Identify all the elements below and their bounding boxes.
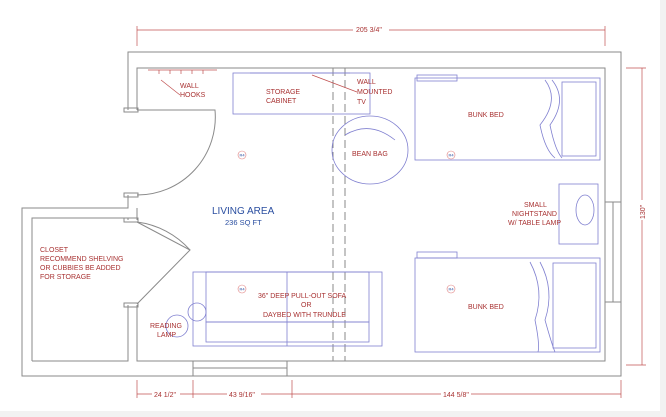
room-tag: R4: [240, 287, 246, 292]
dimension-top: 205 3/4": [136, 25, 606, 46]
walls: [21, 51, 622, 377]
storage-cabinet-label: STORAGE: [266, 89, 300, 96]
right-strip: [660, 0, 666, 417]
dimension-label: 205 3/4": [356, 27, 382, 34]
bottom-strip: [0, 411, 666, 417]
dimension-bottom: 24 1/2" 43 9/16" 144 5/8": [136, 380, 622, 399]
room-title: LIVING AREA: [212, 206, 275, 217]
wall-mounted-tv: WALL MOUNTED TV: [311, 74, 392, 106]
dimension-label: 43 9/16": [229, 392, 255, 399]
wall-hooks-label: WALL: [180, 83, 199, 90]
closet-label: CLOSET RECOMMEND SHELVING OR CUBBIES BE …: [40, 247, 124, 281]
room-area: 236 SQ FT: [225, 218, 262, 227]
wall-hooks-label: HOOKS: [180, 92, 206, 99]
nightstand-label: NIGHTSTAND: [512, 211, 557, 218]
reading-lamp: READING LAMP: [150, 302, 207, 339]
bunk-bed-top: BUNK BED: [414, 74, 601, 161]
room-tag: R4: [449, 153, 455, 158]
nightstand-label: SMALL: [524, 202, 547, 209]
reading-lamp-label: READING: [150, 323, 182, 330]
bean-bag: BEAN BAG: [331, 115, 409, 185]
dimension-right: 130": [626, 67, 647, 366]
bunk-bed-label: BUNK BED: [468, 112, 504, 119]
bean-bag-label: BEAN BAG: [352, 151, 388, 158]
tv-label: WALL: [357, 79, 376, 86]
bunk-bed-bottom: BUNK BED: [414, 251, 601, 353]
reading-lamp-label: LAMP: [157, 332, 176, 339]
room-tag: R4: [449, 287, 455, 292]
nightstand: SMALL NIGHTSTAND W/ TABLE LAMP: [508, 183, 599, 245]
dimension-label: 130": [640, 204, 647, 219]
room-tags: R4 R4 R4 R4: [237, 150, 456, 294]
dimension-label: 24 1/2": [154, 392, 176, 399]
closet-text: RECOMMEND SHELVING: [40, 256, 124, 263]
bunk-bed-label: BUNK BED: [468, 304, 504, 311]
storage-cabinet-label: CABINET: [266, 98, 297, 105]
sofa-label: 36" DEEP PULL-OUT SOFA: [258, 293, 347, 300]
nightstand-label: W/ TABLE LAMP: [508, 220, 561, 227]
sofa-label: DAYBED WITH TRUNDLE: [263, 312, 346, 319]
closet-text: OR CUBBIES BE ADDED: [40, 265, 121, 272]
sofa: 36" DEEP PULL-OUT SOFA OR DAYBED WITH TR…: [192, 271, 383, 347]
tv-label: MOUNTED: [357, 89, 392, 96]
closet-text: CLOSET: [40, 247, 69, 254]
dimension-label: 144 5/8": [443, 392, 469, 399]
room-tag: R4: [240, 153, 246, 158]
closet-text: FOR STORAGE: [40, 274, 91, 281]
tv-label: TV: [357, 99, 366, 106]
storage-cabinet: STORAGE CABINET: [232, 72, 371, 115]
sofa-label: OR: [301, 302, 312, 309]
wall-hooks: WALL HOOKS: [148, 69, 217, 99]
